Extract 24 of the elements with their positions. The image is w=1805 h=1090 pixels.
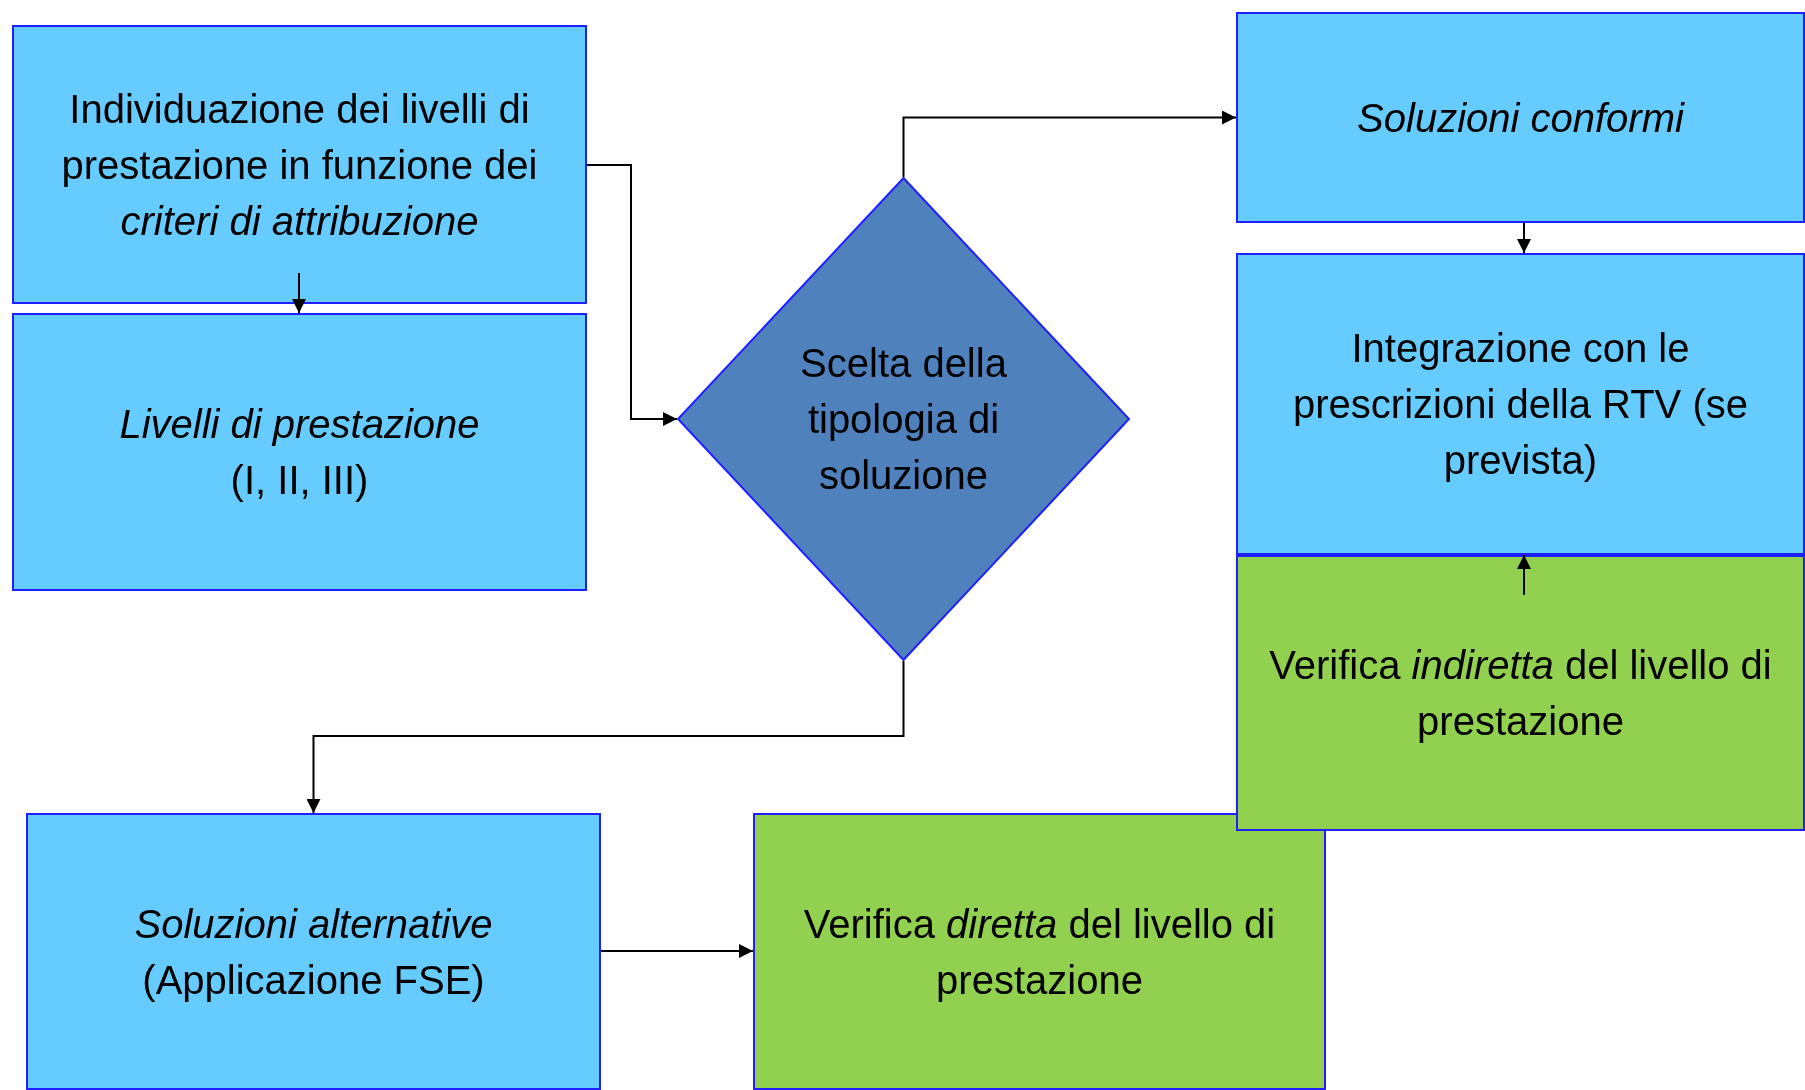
arrow [306,660,905,814]
arrow [292,272,306,314]
arrow [586,164,678,426]
box-text: Verifica indiretta del livello di prestazione [1268,642,1773,745]
arrow [1517,554,1531,596]
box-text: Integrazione con le prescrizioni della RTV (se prevista) [1292,325,1749,484]
box-text: (Applicazione FSE) [142,956,485,1004]
arrow [600,944,754,958]
box-text: Soluzioni conformi [1357,94,1684,142]
box-text: (I, II, III) [230,457,369,504]
box-text: Verifica diretta del livello di prestazione [802,900,1277,1004]
process-box [1236,555,1805,831]
process-box [12,313,587,591]
arrow [1517,222,1531,254]
process-box [1236,12,1805,223]
process-box [1236,253,1805,555]
arrow [902,110,1237,178]
process-box [26,813,601,1090]
box-text: Soluzioni alternative [134,900,493,948]
box-text: Individuazione dei livelli di prestazione in funzione dei criteri di attribuzione [60,85,539,245]
box-text: Scelta della tipologia di soluzione [799,340,1008,499]
process-box [12,25,587,304]
box-text: Livelli di prestazione [119,401,480,448]
process-box [753,813,1326,1090]
